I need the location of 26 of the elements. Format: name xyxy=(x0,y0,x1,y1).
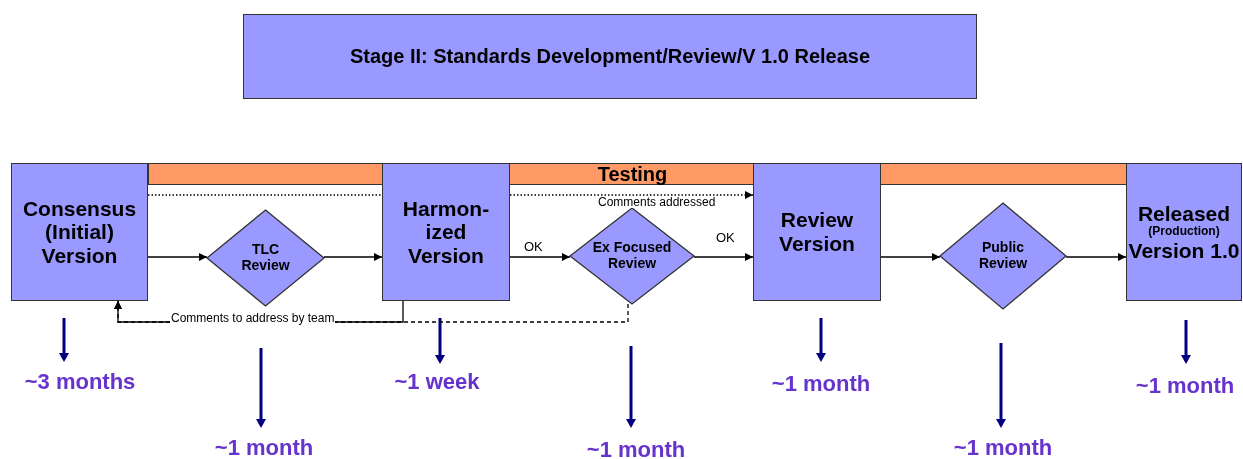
arrow xyxy=(323,253,383,261)
duration-label: ~1 week xyxy=(394,369,480,395)
duration-label: ~1 month xyxy=(1135,373,1235,399)
edge-label: OK xyxy=(715,231,736,244)
duration-label: ~1 month xyxy=(771,371,871,397)
arrow xyxy=(147,253,208,261)
arrow xyxy=(509,253,571,261)
dashed-arrow xyxy=(509,191,754,199)
title-box: Stage II: Standards Development/Review/V 1.0 Release xyxy=(243,14,977,99)
duration-label: ~1 month xyxy=(953,435,1053,459)
edge-label: Comments addressed xyxy=(597,196,717,208)
decision-diamond: Public Review xyxy=(940,203,1066,309)
edge-label: Comments to address by team xyxy=(170,312,336,324)
duration-label: ~1 month xyxy=(214,435,314,459)
duration-label: ~3 months xyxy=(24,369,136,395)
arrow xyxy=(693,253,754,261)
decision-diamond: TLC Review xyxy=(207,210,324,306)
process-box: Review Version xyxy=(753,163,881,301)
process-box: Harmon- ized Version xyxy=(382,163,510,301)
process-box: Released (Production) Version 1.0 xyxy=(1126,163,1242,301)
arrow xyxy=(880,253,941,261)
arrow xyxy=(1065,253,1127,261)
process-box: Consensus (Initial) Version xyxy=(11,163,148,301)
edge-label: OK xyxy=(523,240,544,253)
decision-diamond: Ex Focused Review xyxy=(570,208,694,304)
duration-label: ~1 month xyxy=(586,437,686,459)
